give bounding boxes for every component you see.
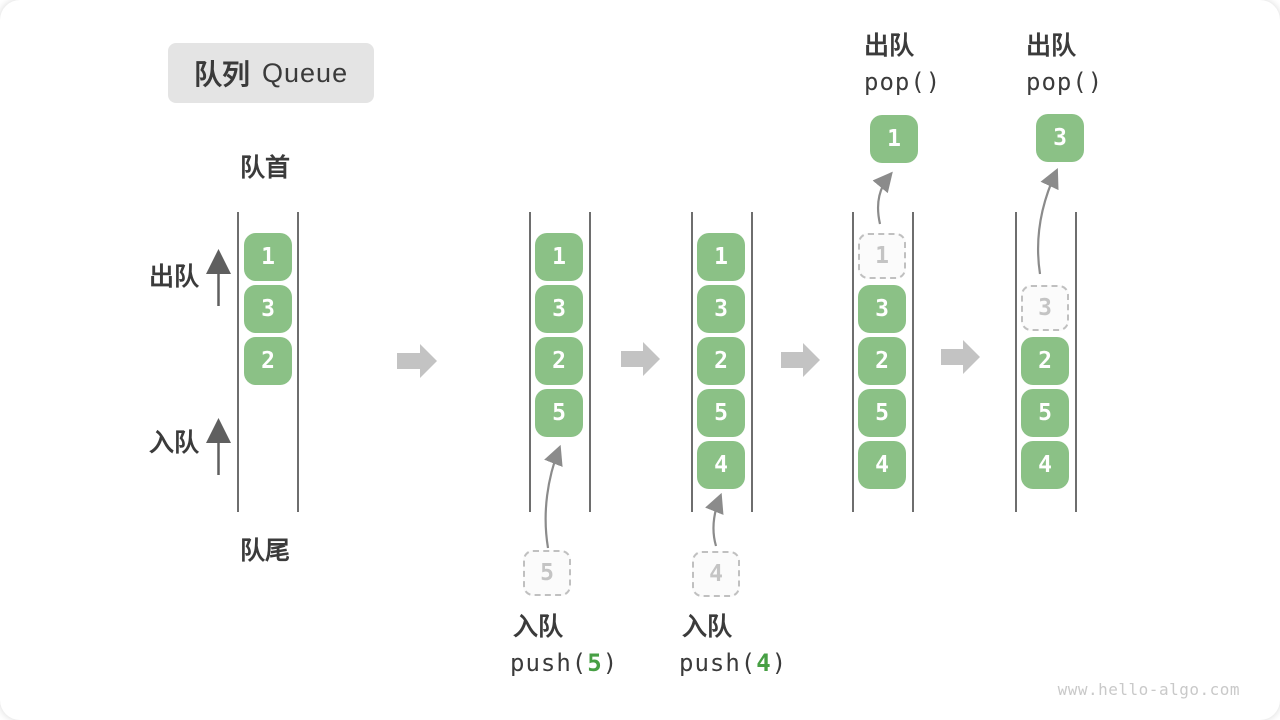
queue-rail — [589, 212, 591, 512]
queue-rail — [751, 212, 753, 512]
queue-rail — [237, 212, 239, 512]
push-call-arg: 4 — [756, 649, 772, 677]
dequeue-op-label: 出队 — [1026, 32, 1077, 60]
watermark: www.hello-algo.com — [1057, 680, 1240, 699]
rear-label: 队尾 — [240, 537, 291, 565]
incoming-ghost-cell: 4 — [692, 551, 740, 597]
popped-cell: 1 — [870, 115, 918, 163]
title-zh: 队列 — [194, 59, 251, 90]
queue-cell: 5 — [1021, 389, 1069, 437]
push-call-post: ) — [602, 649, 619, 677]
queue-rail — [529, 212, 531, 512]
push-call-arg: 5 — [587, 649, 603, 677]
incoming-ghost-cell: 5 — [523, 550, 571, 596]
queue-cell: 2 — [1021, 337, 1069, 385]
dequeue-op-label: 出队 — [864, 32, 915, 60]
queue-cell: 2 — [858, 337, 906, 385]
queue-cell: 2 — [244, 337, 292, 385]
front-label: 队首 — [240, 154, 291, 182]
popped-ghost-cell: 3 — [1021, 285, 1069, 331]
queue-rail — [1075, 212, 1077, 512]
push-call-pre: push( — [679, 649, 757, 677]
enqueue-curved-arrow-icon — [705, 492, 724, 547]
popped-ghost-cell: 1 — [858, 233, 906, 279]
popped-cell: 3 — [1036, 114, 1084, 162]
enqueue-op-label: 入队 — [682, 613, 733, 641]
queue-cell: 5 — [697, 389, 745, 437]
dequeue-curved-arrow-icon — [1037, 168, 1059, 275]
flow-arrow-icon — [781, 343, 820, 377]
queue-cell: 4 — [697, 441, 745, 489]
dequeue-label: 出队 — [149, 263, 200, 291]
pop-call-label: pop() — [864, 68, 942, 96]
push-call-post: ) — [771, 649, 788, 677]
enqueue-label: 入队 — [149, 429, 200, 457]
queue-cell: 2 — [697, 337, 745, 385]
queue-cell: 3 — [858, 285, 906, 333]
enqueue-op-label: 入队 — [513, 613, 564, 641]
push-call-label: push(4) — [679, 650, 787, 676]
title-badge: 队列 Queue — [168, 43, 375, 103]
push-call-label: push(5) — [510, 650, 618, 676]
queue-cell: 5 — [535, 389, 583, 437]
queue-cell: 1 — [535, 233, 583, 281]
queue-rail — [1015, 212, 1017, 512]
queue-cell: 4 — [858, 441, 906, 489]
queue-cell: 1 — [244, 233, 292, 281]
pop-call-label: pop() — [1026, 68, 1104, 96]
queue-cell: 3 — [244, 285, 292, 333]
flow-arrow-icon — [397, 344, 437, 378]
push-call-pre: push( — [510, 649, 588, 677]
queue-cell: 4 — [1021, 441, 1069, 489]
queue-cell: 2 — [535, 337, 583, 385]
queue-cell: 3 — [697, 285, 745, 333]
queue-cell: 3 — [535, 285, 583, 333]
queue-rail — [691, 212, 693, 512]
title-en: Queue — [262, 57, 349, 88]
dequeue-curved-arrow-icon — [872, 171, 893, 225]
enqueue-curved-arrow-icon — [544, 444, 563, 549]
flow-arrow-icon — [621, 342, 660, 376]
queue-rail — [297, 212, 299, 512]
queue-cell: 1 — [697, 233, 745, 281]
queue-rail — [852, 212, 854, 512]
queue-rail — [912, 212, 914, 512]
flow-arrow-icon — [941, 340, 980, 374]
queue-cell: 5 — [858, 389, 906, 437]
